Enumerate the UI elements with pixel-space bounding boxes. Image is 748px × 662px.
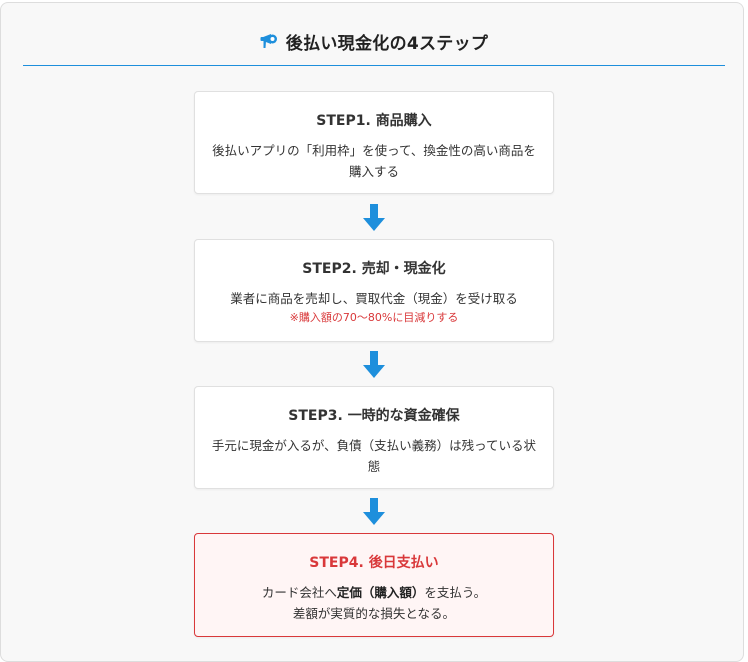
step-card-4: STEP4. 後日支払い カード会社へ定価（購入額）を支払う。 差額が実質的な損…: [194, 533, 554, 637]
step-description-line2: 差額が実質的な損失となる。: [292, 606, 456, 621]
step-card-3: STEP3. 一時的な資金確保 手元に現金が入るが、負債（支払い義務）は残ってい…: [194, 386, 554, 489]
arrow-down-icon: [363, 498, 385, 525]
step-description-pre: カード会社へ: [261, 585, 337, 600]
arrow-down-icon: [363, 204, 385, 231]
step-description: 手元に現金が入るが、負債（支払い義務）は残っている状態: [211, 438, 537, 474]
diagram-title: 後払い現金化の4ステップ: [285, 33, 489, 54]
title-wrap: 後払い現金化の4ステップ: [260, 29, 488, 54]
arrow-down-icon: [363, 351, 385, 378]
step-description: 業者に商品を売却し、買取代金（現金）を受け取る: [230, 291, 518, 306]
megaphone-icon: [260, 33, 278, 49]
diagram-header: 後払い現金化の4ステップ: [23, 3, 725, 66]
step-note: ※購入額の70〜80%に目減りする: [289, 311, 459, 324]
step-title: STEP1. 商品購入: [316, 113, 432, 129]
step-card-2: STEP2. 売却・現金化 業者に商品を売却し、買取代金（現金）を受け取る ※購…: [194, 239, 554, 342]
step-title: STEP4. 後日支払い: [309, 555, 439, 571]
step-title: STEP2. 売却・現金化: [302, 261, 446, 277]
step-description: カード会社へ定価（購入額）を支払う。 差額が実質的な損失となる。: [195, 582, 553, 624]
step-description-bold: 定価（購入額）: [336, 585, 425, 600]
step-description: 後払いアプリの「利用枠」を使って、換金性の高い商品を購入する: [212, 143, 536, 179]
step-title: STEP3. 一時的な資金確保: [288, 408, 460, 424]
step-description-post: を支払う。: [424, 585, 487, 600]
step-card-1: STEP1. 商品購入 後払いアプリの「利用枠」を使って、換金性の高い商品を購入…: [194, 91, 554, 194]
